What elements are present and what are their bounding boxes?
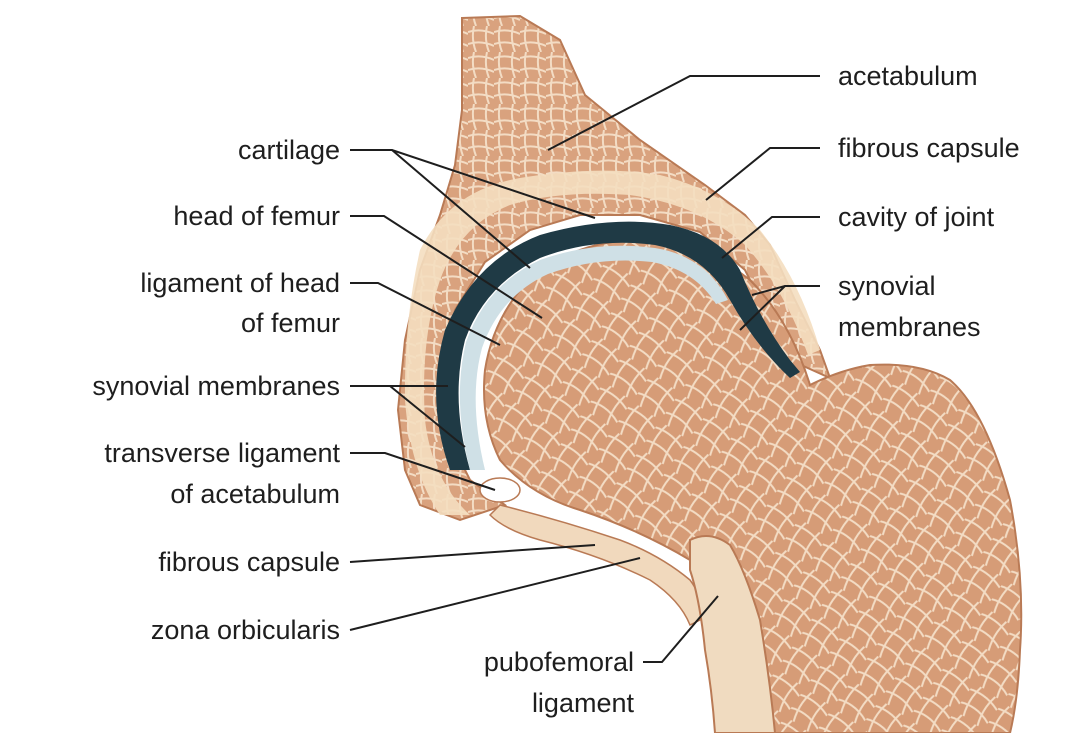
label-transverse-ligament-2: of acetabulum: [170, 477, 340, 511]
label-pubofemoral-2: ligament: [532, 686, 634, 720]
label-fibrous-capsule-left: fibrous capsule: [158, 545, 340, 579]
label-cavity-of-joint: cavity of joint: [838, 200, 994, 234]
label-ligament-of-head-1: ligament of head: [140, 266, 340, 300]
label-transverse-ligament-1: transverse ligament: [104, 436, 340, 470]
label-cartilage: cartilage: [238, 133, 340, 167]
label-synovial-membranes-left: synovial membranes: [92, 369, 340, 403]
label-synovial-right-1: synovial: [838, 269, 936, 303]
label-ligament-of-head-2: of femur: [241, 306, 340, 340]
label-synovial-right-2: membranes: [838, 310, 981, 344]
transverse-ligament-shape: [480, 478, 520, 502]
label-pubofemoral-1: pubofemoral: [484, 645, 634, 679]
label-head-of-femur: head of femur: [173, 199, 340, 233]
label-acetabulum: acetabulum: [838, 59, 978, 93]
label-fibrous-capsule-right: fibrous capsule: [838, 131, 1020, 165]
label-zona-orbicularis: zona orbicularis: [151, 613, 340, 647]
